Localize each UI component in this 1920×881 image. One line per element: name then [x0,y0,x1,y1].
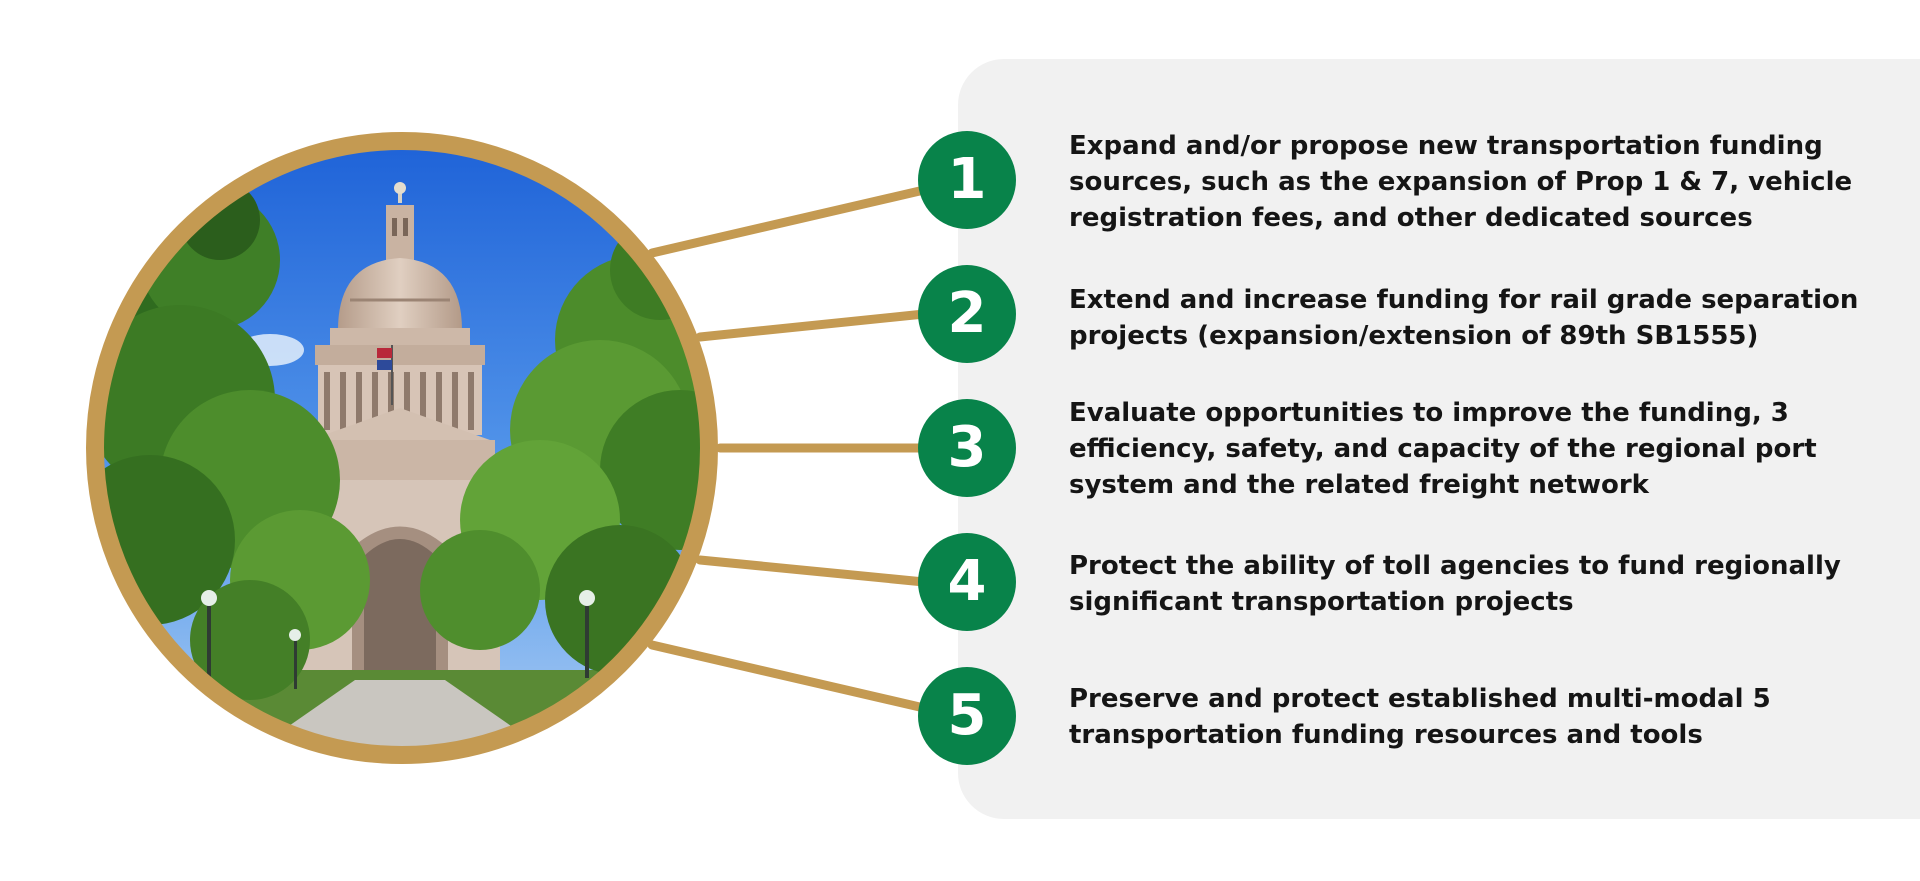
badge-4: 4 [918,533,1016,631]
badge-2: 2 [918,265,1016,363]
connector-1 [647,185,929,258]
capitol-photo [99,145,705,751]
list-panel [958,59,1920,819]
photo-frame-ring [86,132,718,764]
badge-5: 5 [918,667,1016,765]
item-3-text: Evaluate opportunities to improve the fu… [1069,398,1817,500]
badge-1: 1 [918,131,1016,229]
connector-2 [695,309,929,342]
badge-3: 3 [918,399,1016,497]
item-4-text: Protect the ability of toll agencies to … [1069,551,1841,617]
connector-5 [647,640,929,713]
item-5-text: Preserve and protect established multi-m… [1069,684,1771,750]
lamp-posts [201,590,595,689]
item-1-text: Expand and/or propose new transportation… [1069,131,1853,233]
connector-4 [695,555,929,587]
connector-lines [647,185,929,713]
item-2-text: Extend and increase funding for rail gra… [1069,285,1859,351]
